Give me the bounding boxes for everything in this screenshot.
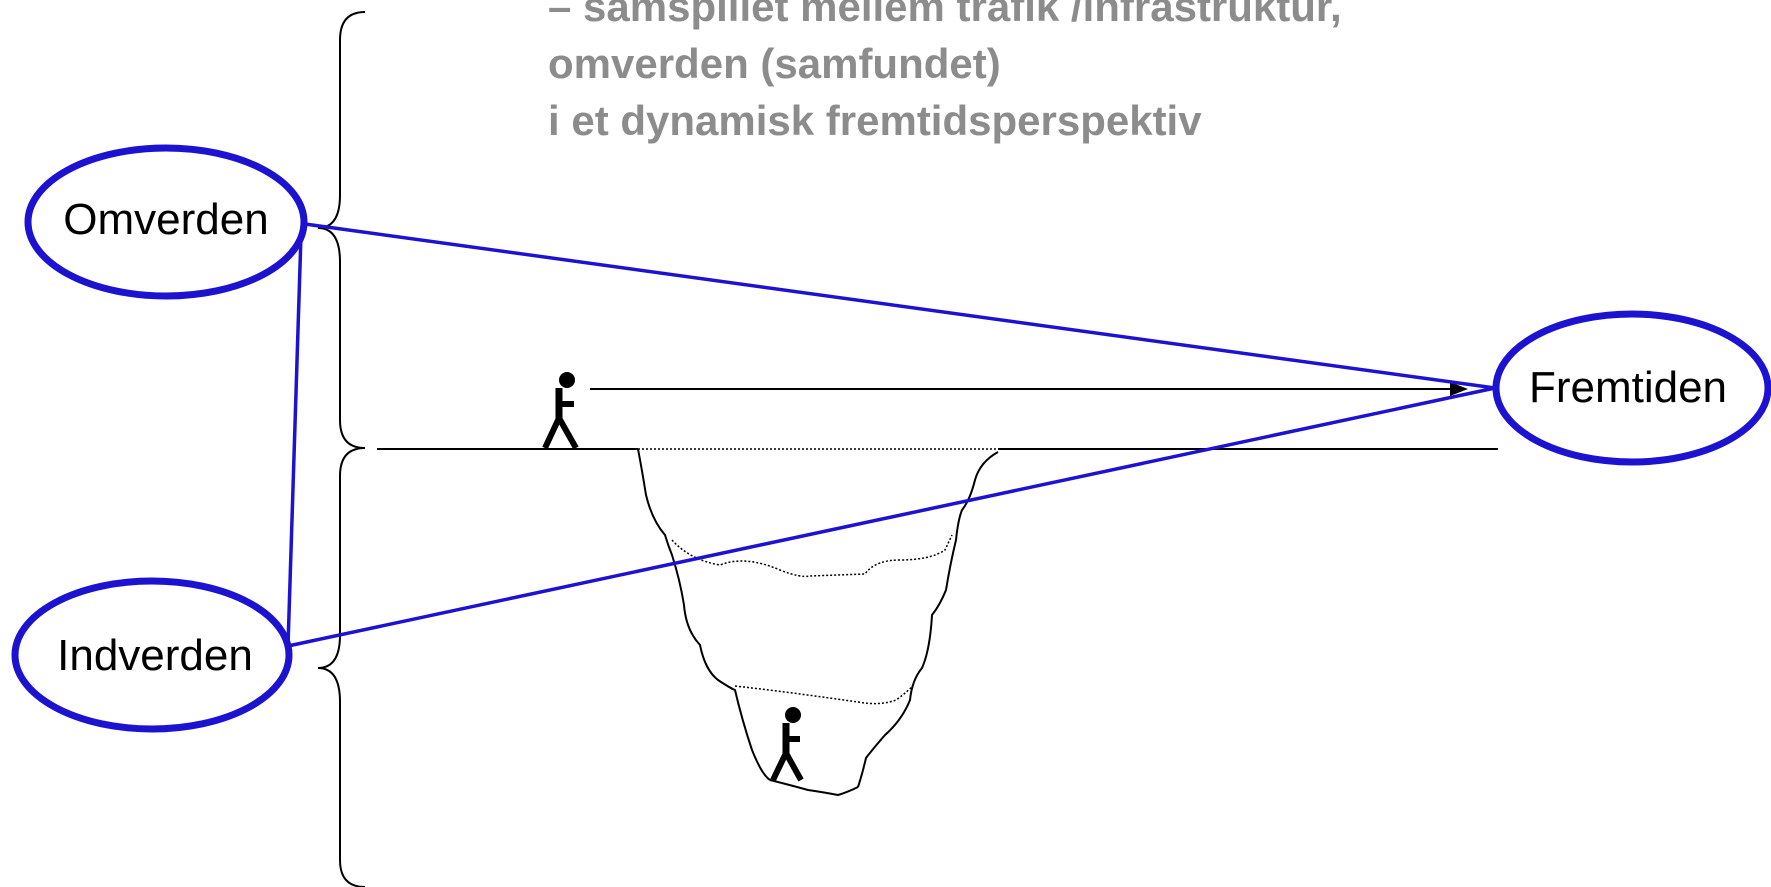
pit-left-wall (637, 448, 771, 781)
node-fremtiden-ellipse (1492, 310, 1771, 466)
pit-bottom (769, 779, 859, 797)
arrow-head (1450, 382, 1468, 396)
curly-brace (317, 11, 366, 887)
heading-line-2: omverden (samfundet) (548, 40, 1001, 87)
connector-omverden-indverden (286, 234, 303, 647)
pit-right-wall (857, 451, 999, 788)
node-omverden-label: Omverden (63, 195, 268, 244)
node-indverden-label: Indverden (57, 631, 253, 680)
node-omverden-ellipse (24, 144, 308, 300)
person-walking-surface-icon (542, 372, 579, 450)
connector-omverden-fremtiden (304, 222, 1496, 390)
connector-indverden-fremtiden (287, 386, 1496, 648)
heading-line-1: – samspillet mellem trafik /infrastruktu… (548, 0, 1342, 30)
person-walking-pit-icon (770, 707, 804, 782)
node-fremtiden-label: Fremtiden (1529, 363, 1727, 412)
node-indverden-ellipse (11, 577, 293, 733)
pit-layer-lower (734, 683, 915, 705)
heading-line-3: i et dynamisk fremtidsperspektiv (548, 97, 1202, 144)
pit-layer-upper (671, 534, 953, 578)
diagram-heading: – samspillet mellem trafik /infrastruktu… (548, 0, 1342, 149)
